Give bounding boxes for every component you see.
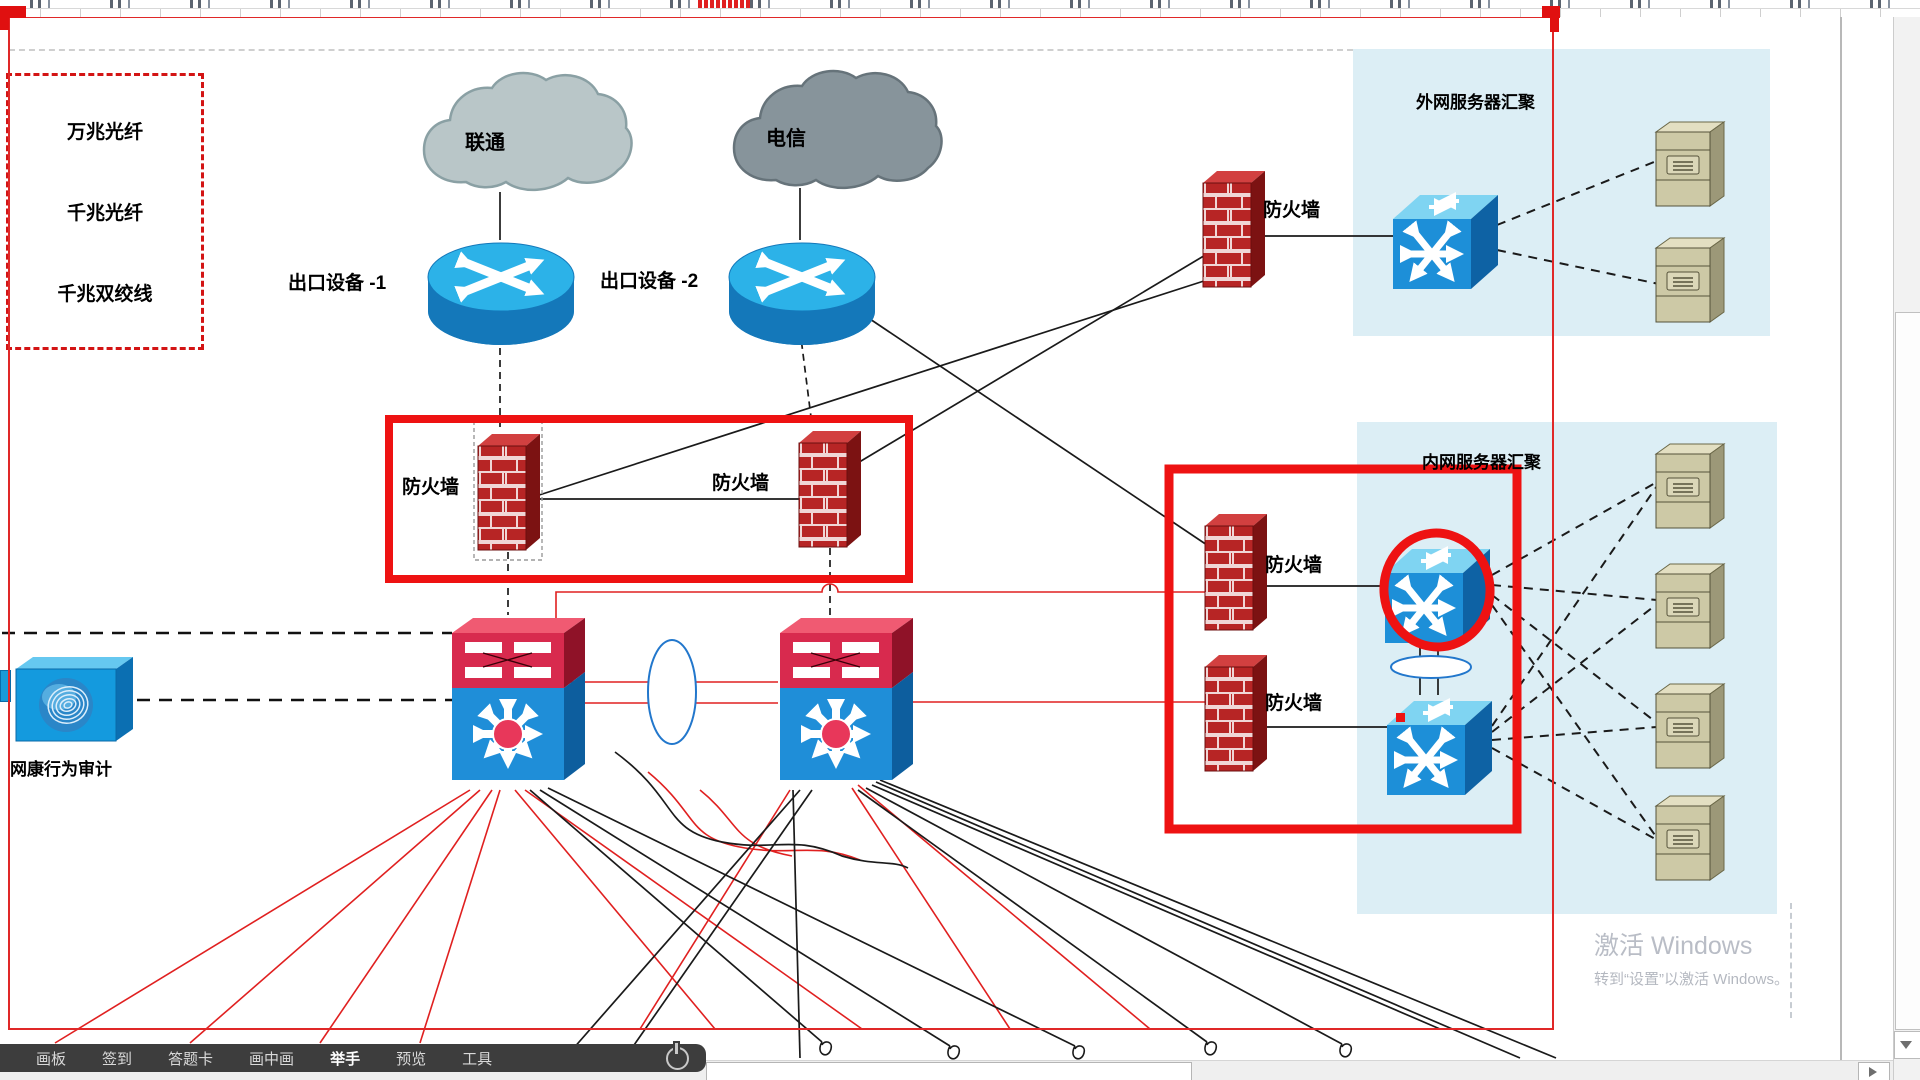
page-break-line xyxy=(1790,903,1792,1018)
page-guide-line xyxy=(9,49,1353,51)
legend-item: 千兆双绞线 xyxy=(57,284,153,305)
red-links xyxy=(54,583,1208,1044)
router-label-2: 出口设备 -2 xyxy=(600,271,699,292)
firewall-internal-top[interactable] xyxy=(1204,513,1268,631)
audit-label: 网康行为审计 xyxy=(10,760,112,779)
toolbar-item-preview[interactable]: 预览 xyxy=(396,1050,427,1068)
toolbar-item-raisehand[interactable]: 举手 xyxy=(330,1050,361,1068)
cable-hook xyxy=(947,1045,961,1060)
legend-box: 万兆光纤 千兆光纤 千兆双绞线 xyxy=(6,73,204,350)
server-external-2[interactable] xyxy=(1655,237,1725,323)
ruler-highlight-segment xyxy=(696,0,750,8)
watermark-line1: 激活 Windows xyxy=(1594,932,1753,960)
toolbar-item-tools[interactable]: 工具 xyxy=(462,1050,493,1068)
server-internal-2[interactable] xyxy=(1655,563,1725,649)
firewall-middle-left[interactable] xyxy=(477,433,541,551)
zone-label-external: 外网服务器汇聚 xyxy=(1416,93,1535,112)
switch-external[interactable] xyxy=(1393,195,1498,289)
clipped-device[interactable] xyxy=(0,670,11,702)
black-fan-links xyxy=(529,751,1557,1059)
legend-item: 万兆光纤 xyxy=(66,122,143,143)
firewall-label-internal-top: 防火墙 xyxy=(1265,555,1323,576)
horizontal-scrollbar-thumb[interactable] xyxy=(706,1062,1192,1080)
firewall-label-internal-bottom: 防火墙 xyxy=(1265,693,1323,714)
legend-item: 千兆光纤 xyxy=(66,203,143,224)
activate-windows-watermark: 激活 Windows 转到“设置”以激活 Windows。 xyxy=(1594,926,1789,989)
meeting-toolbar: 画板 签到 答题卡 画中画 举手 预览 工具 xyxy=(0,1043,706,1072)
power-icon[interactable] xyxy=(666,1043,689,1070)
core-switch-1[interactable] xyxy=(452,618,585,780)
router-label-1: 出口设备 -1 xyxy=(288,273,387,294)
cloud-label-unicom: 联通 xyxy=(465,132,505,154)
router-exit-1[interactable] xyxy=(428,243,574,345)
firewall-label-external: 防火墙 xyxy=(1263,200,1321,221)
firewall-middle-right[interactable] xyxy=(798,430,862,548)
frame-corner-tl xyxy=(0,6,9,30)
watermark-line2: 转到“设置”以激活 Windows。 xyxy=(1594,971,1790,988)
ruler[interactable] xyxy=(0,0,1920,17)
server-internal-4[interactable] xyxy=(1655,795,1725,881)
scroll-right-button[interactable] xyxy=(1858,1062,1890,1080)
frame-top xyxy=(8,16,1554,18)
router-exit-2[interactable] xyxy=(729,243,875,345)
cable-hook xyxy=(1339,1043,1353,1058)
server-internal-1[interactable] xyxy=(1655,443,1725,529)
toolbar-item-signin[interactable]: 签到 xyxy=(102,1050,133,1068)
stack-ring-core xyxy=(647,639,697,745)
audit-dashed-links xyxy=(2,631,452,702)
red-annotations xyxy=(385,415,1522,834)
zone-label-internal: 内网服务器汇聚 xyxy=(1422,453,1541,472)
cable-hook xyxy=(1072,1045,1086,1060)
toolbar-item-board[interactable]: 画板 xyxy=(36,1050,67,1068)
cable-hook xyxy=(819,1041,833,1056)
cloud-label-telecom: 电信 xyxy=(766,128,806,150)
frame-right xyxy=(1552,16,1554,1030)
window-edge xyxy=(1840,17,1842,1080)
down-arrow-icon xyxy=(1900,1041,1912,1049)
frame-corner-tr xyxy=(1550,6,1559,32)
firewall-external[interactable] xyxy=(1202,170,1266,288)
firewall-label-middle-left: 防火墙 xyxy=(402,477,460,498)
server-internal-3[interactable] xyxy=(1655,683,1725,769)
right-arrow-icon xyxy=(1869,1067,1877,1077)
frame-bottom xyxy=(8,1028,1554,1030)
core-switch-2[interactable] xyxy=(780,618,913,780)
cloud-telecom[interactable] xyxy=(732,69,943,190)
stack-ring-internal xyxy=(1390,655,1472,679)
firewall-label-middle-right: 防火墙 xyxy=(712,473,770,494)
red-dot-marker xyxy=(1396,713,1405,722)
cable-hook xyxy=(1204,1041,1218,1056)
vertical-scrollbar-thumb[interactable] xyxy=(1895,312,1920,1030)
server-external-1[interactable] xyxy=(1655,121,1725,207)
ruler-cells-row xyxy=(0,9,1920,17)
toolbar-item-quiz[interactable]: 答题卡 xyxy=(168,1050,214,1068)
firewall-internal-bottom[interactable] xyxy=(1204,654,1268,772)
frame-left xyxy=(8,16,10,1030)
black-dashed-links xyxy=(499,329,831,615)
toolbar-item-pip[interactable]: 画中画 xyxy=(249,1050,295,1068)
scroll-down-button[interactable] xyxy=(1894,1031,1920,1059)
ruler-numbers-row xyxy=(0,0,1920,9)
black-links xyxy=(499,188,1439,728)
cloud-unicom[interactable] xyxy=(422,71,633,192)
audit-device[interactable] xyxy=(15,656,134,742)
